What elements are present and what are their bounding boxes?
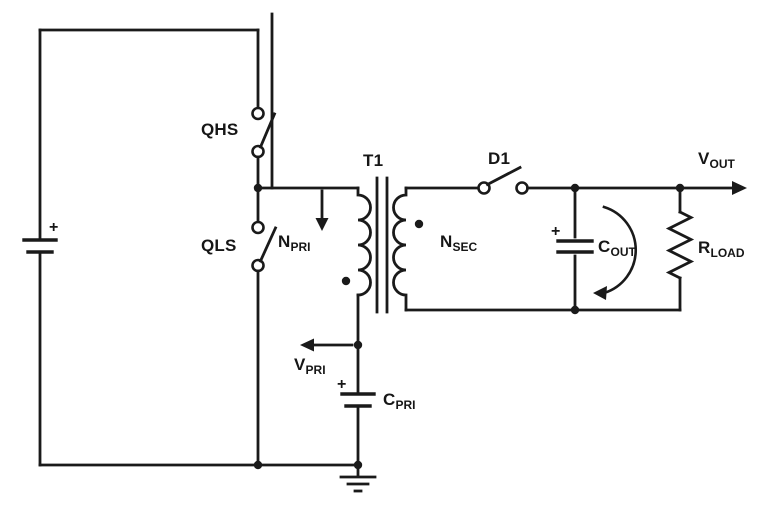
npri-winding xyxy=(356,186,372,297)
junction-dot xyxy=(253,183,263,193)
npri-phase-dot xyxy=(341,276,351,286)
label-cpri: CPRI xyxy=(383,390,416,412)
label-cout: COUT xyxy=(598,237,636,259)
qhs-switch-blade xyxy=(258,112,277,149)
qls-switch xyxy=(251,186,278,467)
cout-polarity-plus: + xyxy=(551,223,561,240)
junction-dot xyxy=(570,305,580,315)
label-qhs: QHS xyxy=(201,120,239,139)
junction-dot xyxy=(675,183,685,193)
npri-current-arrow xyxy=(315,189,329,231)
junction-dots xyxy=(253,183,685,470)
nsec-winding xyxy=(392,186,408,312)
label-d1: D1 xyxy=(488,149,511,168)
label-t1: T1 xyxy=(363,151,384,170)
input-source-battery xyxy=(22,28,58,467)
cout-circulating-current-arrow xyxy=(593,205,637,300)
cpri-capacitor xyxy=(340,392,376,467)
label-npri: NPRI xyxy=(278,232,311,254)
junction-dot xyxy=(353,460,363,470)
d1-diode-switch xyxy=(404,165,529,195)
rload-resistor xyxy=(665,186,695,312)
junction-dot xyxy=(353,340,363,350)
label-rload: RLOAD xyxy=(698,238,745,260)
qhs-switch xyxy=(251,28,277,190)
label-nsec: NSEC xyxy=(440,232,478,254)
qls-switch-blade xyxy=(258,226,278,263)
vpri-arrow xyxy=(300,338,354,352)
transformer-t1 xyxy=(341,176,424,314)
junction-dot xyxy=(253,460,263,470)
vout-wire-arrow xyxy=(526,181,747,195)
input-polarity-plus: + xyxy=(49,219,59,236)
cpri-polarity-plus: + xyxy=(337,376,347,393)
cout-capacitor xyxy=(556,186,594,312)
label-vpri: VPRI xyxy=(294,355,326,377)
label-qls: QLS xyxy=(201,236,237,255)
junction-dot xyxy=(570,183,580,193)
d1-switch-blade xyxy=(485,165,522,187)
nsec-phase-dot xyxy=(414,219,424,229)
label-vout: VOUT xyxy=(698,149,735,171)
